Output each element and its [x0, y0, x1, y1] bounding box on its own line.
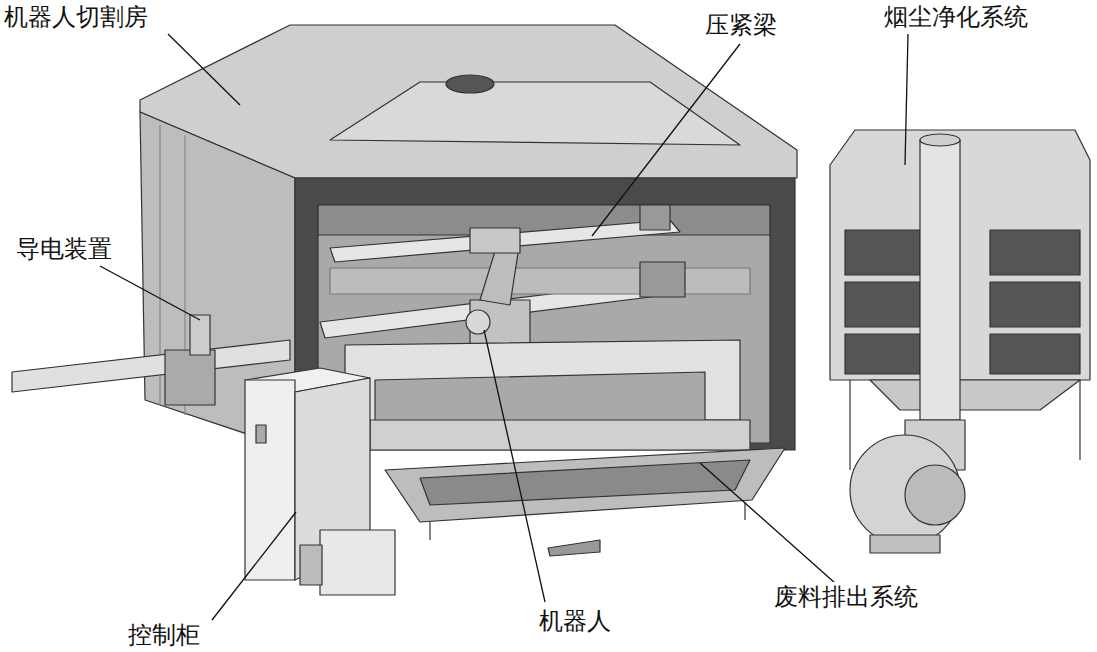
part-label: 机器人 [537, 606, 613, 636]
roof-hip [330, 82, 740, 145]
leader-lines [100, 34, 908, 620]
part-label: 控制柜 [126, 620, 202, 650]
gantry [345, 340, 740, 430]
part-label: 废料排出系统 [772, 582, 920, 612]
part-label: 导电装置 [14, 234, 114, 264]
aux-unit [320, 530, 395, 595]
roof-vent [446, 75, 494, 93]
control-cabinet [245, 380, 295, 580]
conductive-device [165, 350, 215, 405]
opening [318, 205, 770, 443]
part-label: 烟尘净化系统 [882, 2, 1030, 32]
chimney [920, 140, 960, 420]
part-label: 压紧梁 [703, 10, 779, 40]
part-label: 机器人切割房 [2, 2, 150, 32]
